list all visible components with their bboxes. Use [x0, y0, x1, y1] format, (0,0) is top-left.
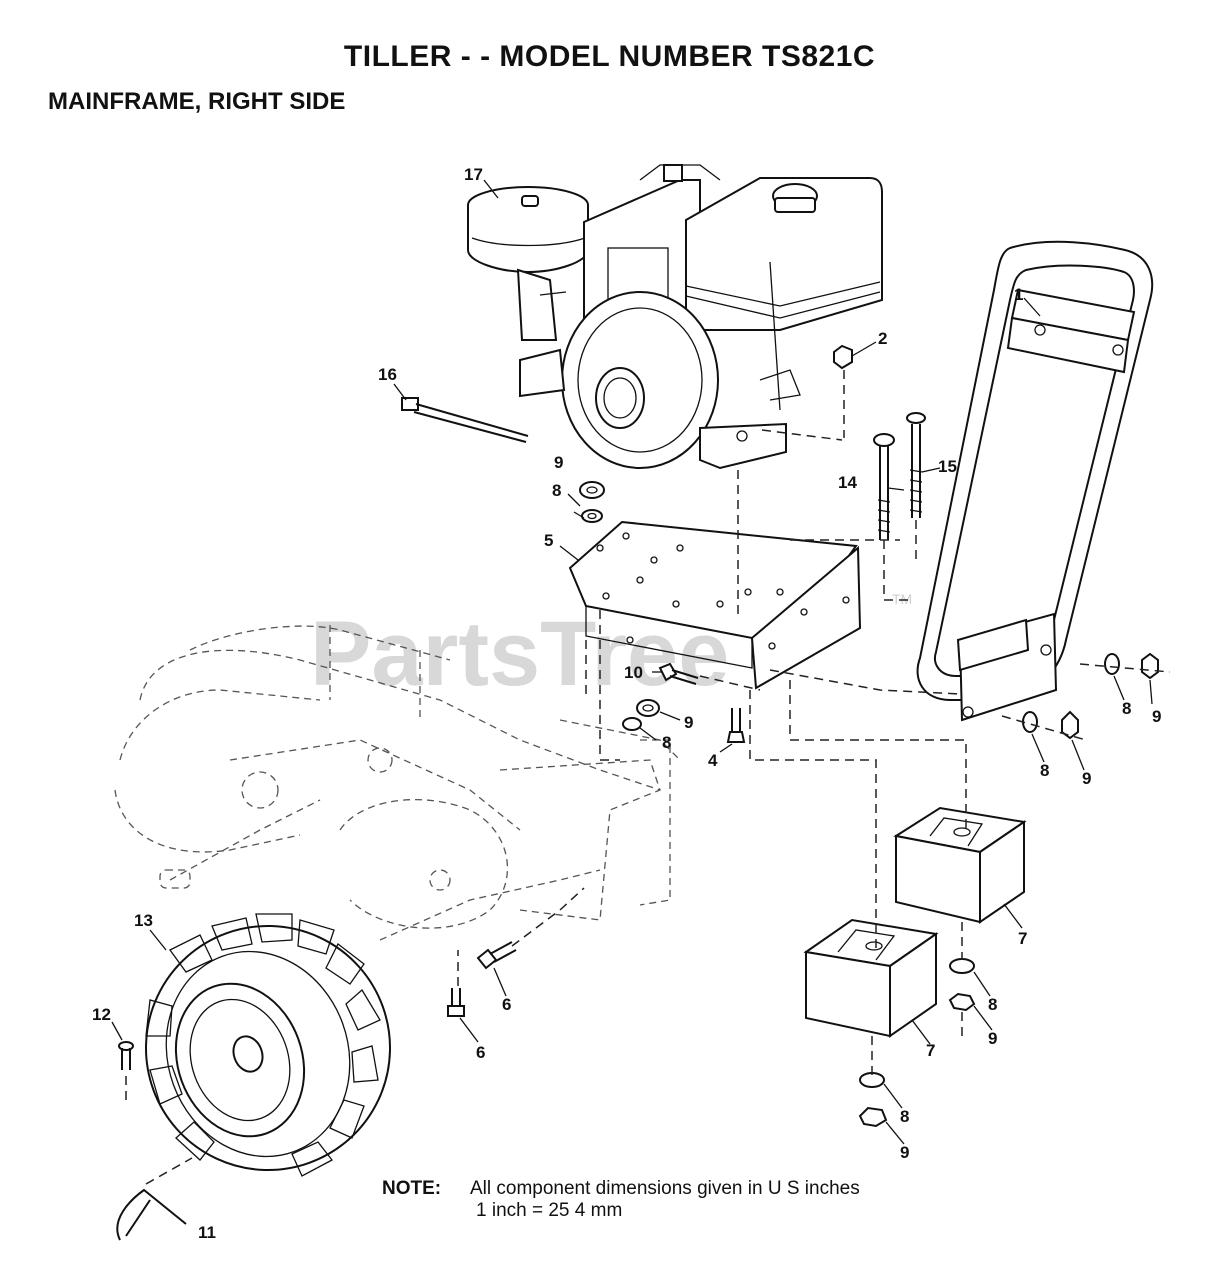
engine-assembly: [467, 164, 883, 470]
callout-9-weight-lower: 9: [900, 1143, 909, 1162]
weight-block-lower: [803, 918, 939, 1038]
callout-8-mid: 8: [662, 733, 671, 752]
callout-1: 1: [1014, 285, 1023, 304]
callout-17: 17: [464, 165, 483, 184]
callout-5: 5: [544, 531, 553, 550]
callout-8-right-lower: 8: [1040, 761, 1049, 780]
note-line1: All component dimensions given in U S in…: [470, 1178, 860, 1199]
callout-15: 15: [938, 457, 957, 476]
washer-nut-stack-right: [1022, 652, 1159, 740]
watermark-tm: TM: [892, 591, 912, 607]
callout-11: 11: [198, 1223, 216, 1242]
note-line2: 1 inch = 25 4 mm: [476, 1200, 623, 1221]
nut-2: [833, 344, 853, 438]
callout-7-lower: 7: [926, 1041, 935, 1060]
washer-nut-stack-weight-upper: [948, 958, 976, 1012]
bolt-10: [658, 662, 699, 685]
tiller-body-ghost: [114, 625, 681, 941]
callout-10: 10: [624, 663, 643, 682]
callout-14: 14: [838, 473, 857, 492]
callout-numbers: 1 2 4 5 6 6 7 7 8 8 8 8 8 8 9 9 9 9 9 9 …: [92, 165, 1161, 1242]
callout-9-weight-upper: 9: [988, 1029, 997, 1048]
hairpin-clip-11: [116, 1188, 187, 1241]
weight-block-upper: [893, 806, 1027, 924]
mounting-bracket: [568, 520, 862, 690]
callout-2: 2: [878, 329, 887, 348]
callout-9-mid: 9: [684, 713, 693, 732]
bolt-4: [726, 708, 746, 743]
pin-12: [118, 1041, 134, 1070]
callout-8-weight-upper: 8: [988, 995, 997, 1014]
callout-leaders: [111, 179, 1153, 1145]
washer-nut-stack-weight-lower: [858, 1072, 888, 1128]
callout-9-right-upper: 9: [1152, 707, 1161, 726]
washer-nut-stack-mid: [622, 699, 660, 731]
bumper-guard: [916, 240, 1154, 722]
callout-9-top: 9: [554, 453, 563, 472]
callout-9-right-lower: 9: [1082, 769, 1091, 788]
bolt-6-long: [476, 941, 517, 970]
wheel-tire: [145, 913, 391, 1177]
callout-8-top: 8: [552, 481, 561, 500]
callout-8-right-upper: 8: [1122, 699, 1131, 718]
callout-6-short: 6: [476, 1043, 485, 1062]
washer-nut-stack-top: [579, 481, 605, 523]
callout-6-long: 6: [502, 995, 511, 1014]
dimension-note: NOTE: All component dimensions given in U…: [382, 1178, 860, 1222]
assembly-dashed-lines: [125, 429, 1171, 1185]
diagram-subtitle: MAINFRAME, RIGHT SIDE: [48, 88, 346, 115]
diagram-title: TILLER - - MODEL NUMBER TS821C: [343, 40, 876, 73]
note-label: NOTE:: [382, 1178, 442, 1199]
callout-13: 13: [134, 911, 153, 930]
callout-7-upper: 7: [1018, 929, 1027, 948]
bolt-6-short: [447, 988, 465, 1017]
rod-16: [401, 397, 529, 443]
bolt-15: [906, 412, 926, 518]
callout-4: 4: [708, 751, 718, 770]
callout-12: 12: [92, 1005, 111, 1024]
callout-8-weight-lower: 8: [900, 1107, 909, 1126]
bolt-14: [873, 433, 895, 540]
callout-16: 16: [378, 365, 397, 384]
